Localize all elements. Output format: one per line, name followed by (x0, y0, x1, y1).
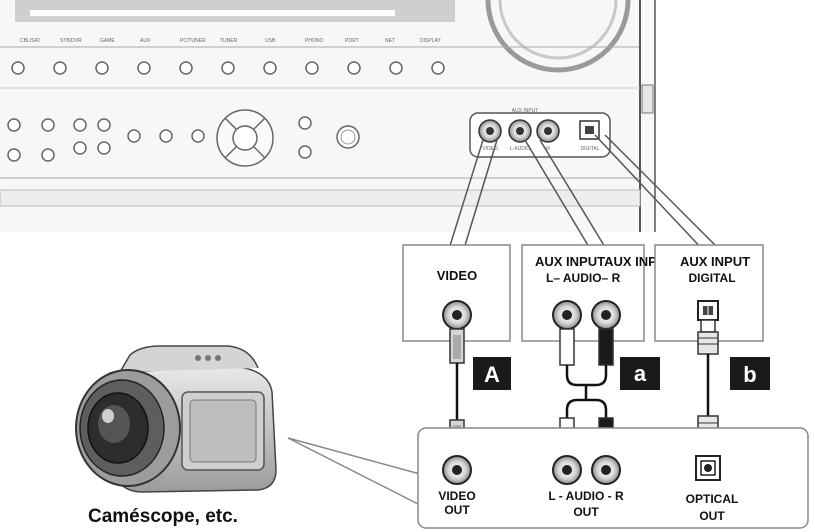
aux-digital-panel: AUX INPUT DIGITAL (654, 244, 764, 342)
camcorder-output-panel: VIDEO OUT L - AUDIO - R OUT OPTICAL OUT (287, 427, 809, 529)
selector-button (137, 61, 151, 75)
selector-label: USB (265, 38, 276, 44)
selector-label: STB/DVR (60, 38, 82, 44)
selector-button (263, 61, 277, 75)
video-input-panel: VIDEO (402, 244, 511, 342)
svg-text:A: A (484, 362, 500, 387)
setup-knob (336, 125, 360, 149)
camcorder-caption: Caméscope, etc. (88, 506, 238, 527)
aux-audio-subtitle: L– AUDIO– R (546, 271, 621, 285)
selector-button (431, 61, 445, 75)
audio-out-label-sub: OUT (573, 505, 599, 519)
optical-out-label-sub: OUT (699, 509, 725, 523)
audio-out-label: L - AUDIO - R (548, 489, 624, 503)
aux-audio-title: AUX INPUTAUX INPUT (535, 254, 674, 269)
selector-button (221, 61, 235, 75)
selector-label: CBL/SAT (20, 38, 40, 44)
input-selector-labels: CBL/SAT STB/DVR GAME AUX PC/TUNER TUNER … (20, 38, 441, 44)
selector-label: DISPLAY (420, 38, 441, 44)
svg-text:L-AUDIO: L-AUDIO (510, 146, 530, 152)
selector-label: AUX (140, 38, 151, 44)
aux-audio-panel: AUX INPUTAUX INPUT L– AUDIO– R (521, 244, 674, 342)
video-out-label: VIDEO (438, 489, 475, 503)
receiver-front-panel: CBL/SAT STB/DVR GAME AUX PC/TUNER TUNER … (0, 0, 656, 232)
selector-label: PC/TUNER (180, 38, 206, 44)
selector-button (179, 61, 193, 75)
badge-a-lower: a (620, 357, 660, 390)
optical-out-label: OPTICAL (686, 492, 739, 506)
control-buttons (7, 116, 312, 162)
svg-text:DIGITAL: DIGITAL (580, 146, 599, 152)
selector-button (347, 61, 361, 75)
selector-label: GAME (100, 38, 115, 44)
svg-text:R: R (546, 146, 550, 152)
svg-text:a: a (634, 361, 647, 386)
svg-text:b: b (743, 362, 756, 387)
video-panel-title: VIDEO (437, 268, 477, 283)
selector-button (95, 61, 109, 75)
selector-button (389, 61, 403, 75)
selector-label: TUNER (220, 38, 238, 44)
badge-b: b (730, 357, 770, 390)
receiver-aux-title: AUX INPUT (512, 108, 539, 114)
svg-text:VIDEO: VIDEO (482, 146, 498, 152)
badge-a-upper: A (473, 357, 511, 390)
selector-label: PORT (345, 38, 359, 44)
navigation-ring (216, 109, 274, 167)
selector-button (305, 61, 319, 75)
aux-digital-title: AUX INPUT (680, 254, 750, 269)
selector-button (53, 61, 67, 75)
camcorder-illustration (75, 345, 277, 493)
receiver-aux-jacks: AUX INPUT VIDEO L-AUDIO R DIGITAL (469, 108, 611, 158)
volume-knob (485, 0, 631, 73)
input-selector-buttons (11, 61, 445, 75)
selector-label: PHONO (305, 38, 323, 44)
selector-button (11, 61, 25, 75)
callout-lines (447, 134, 723, 253)
selector-label: NET (385, 38, 395, 44)
video-out-label-sub: OUT (444, 503, 470, 517)
aux-digital-subtitle: DIGITAL (688, 271, 735, 285)
